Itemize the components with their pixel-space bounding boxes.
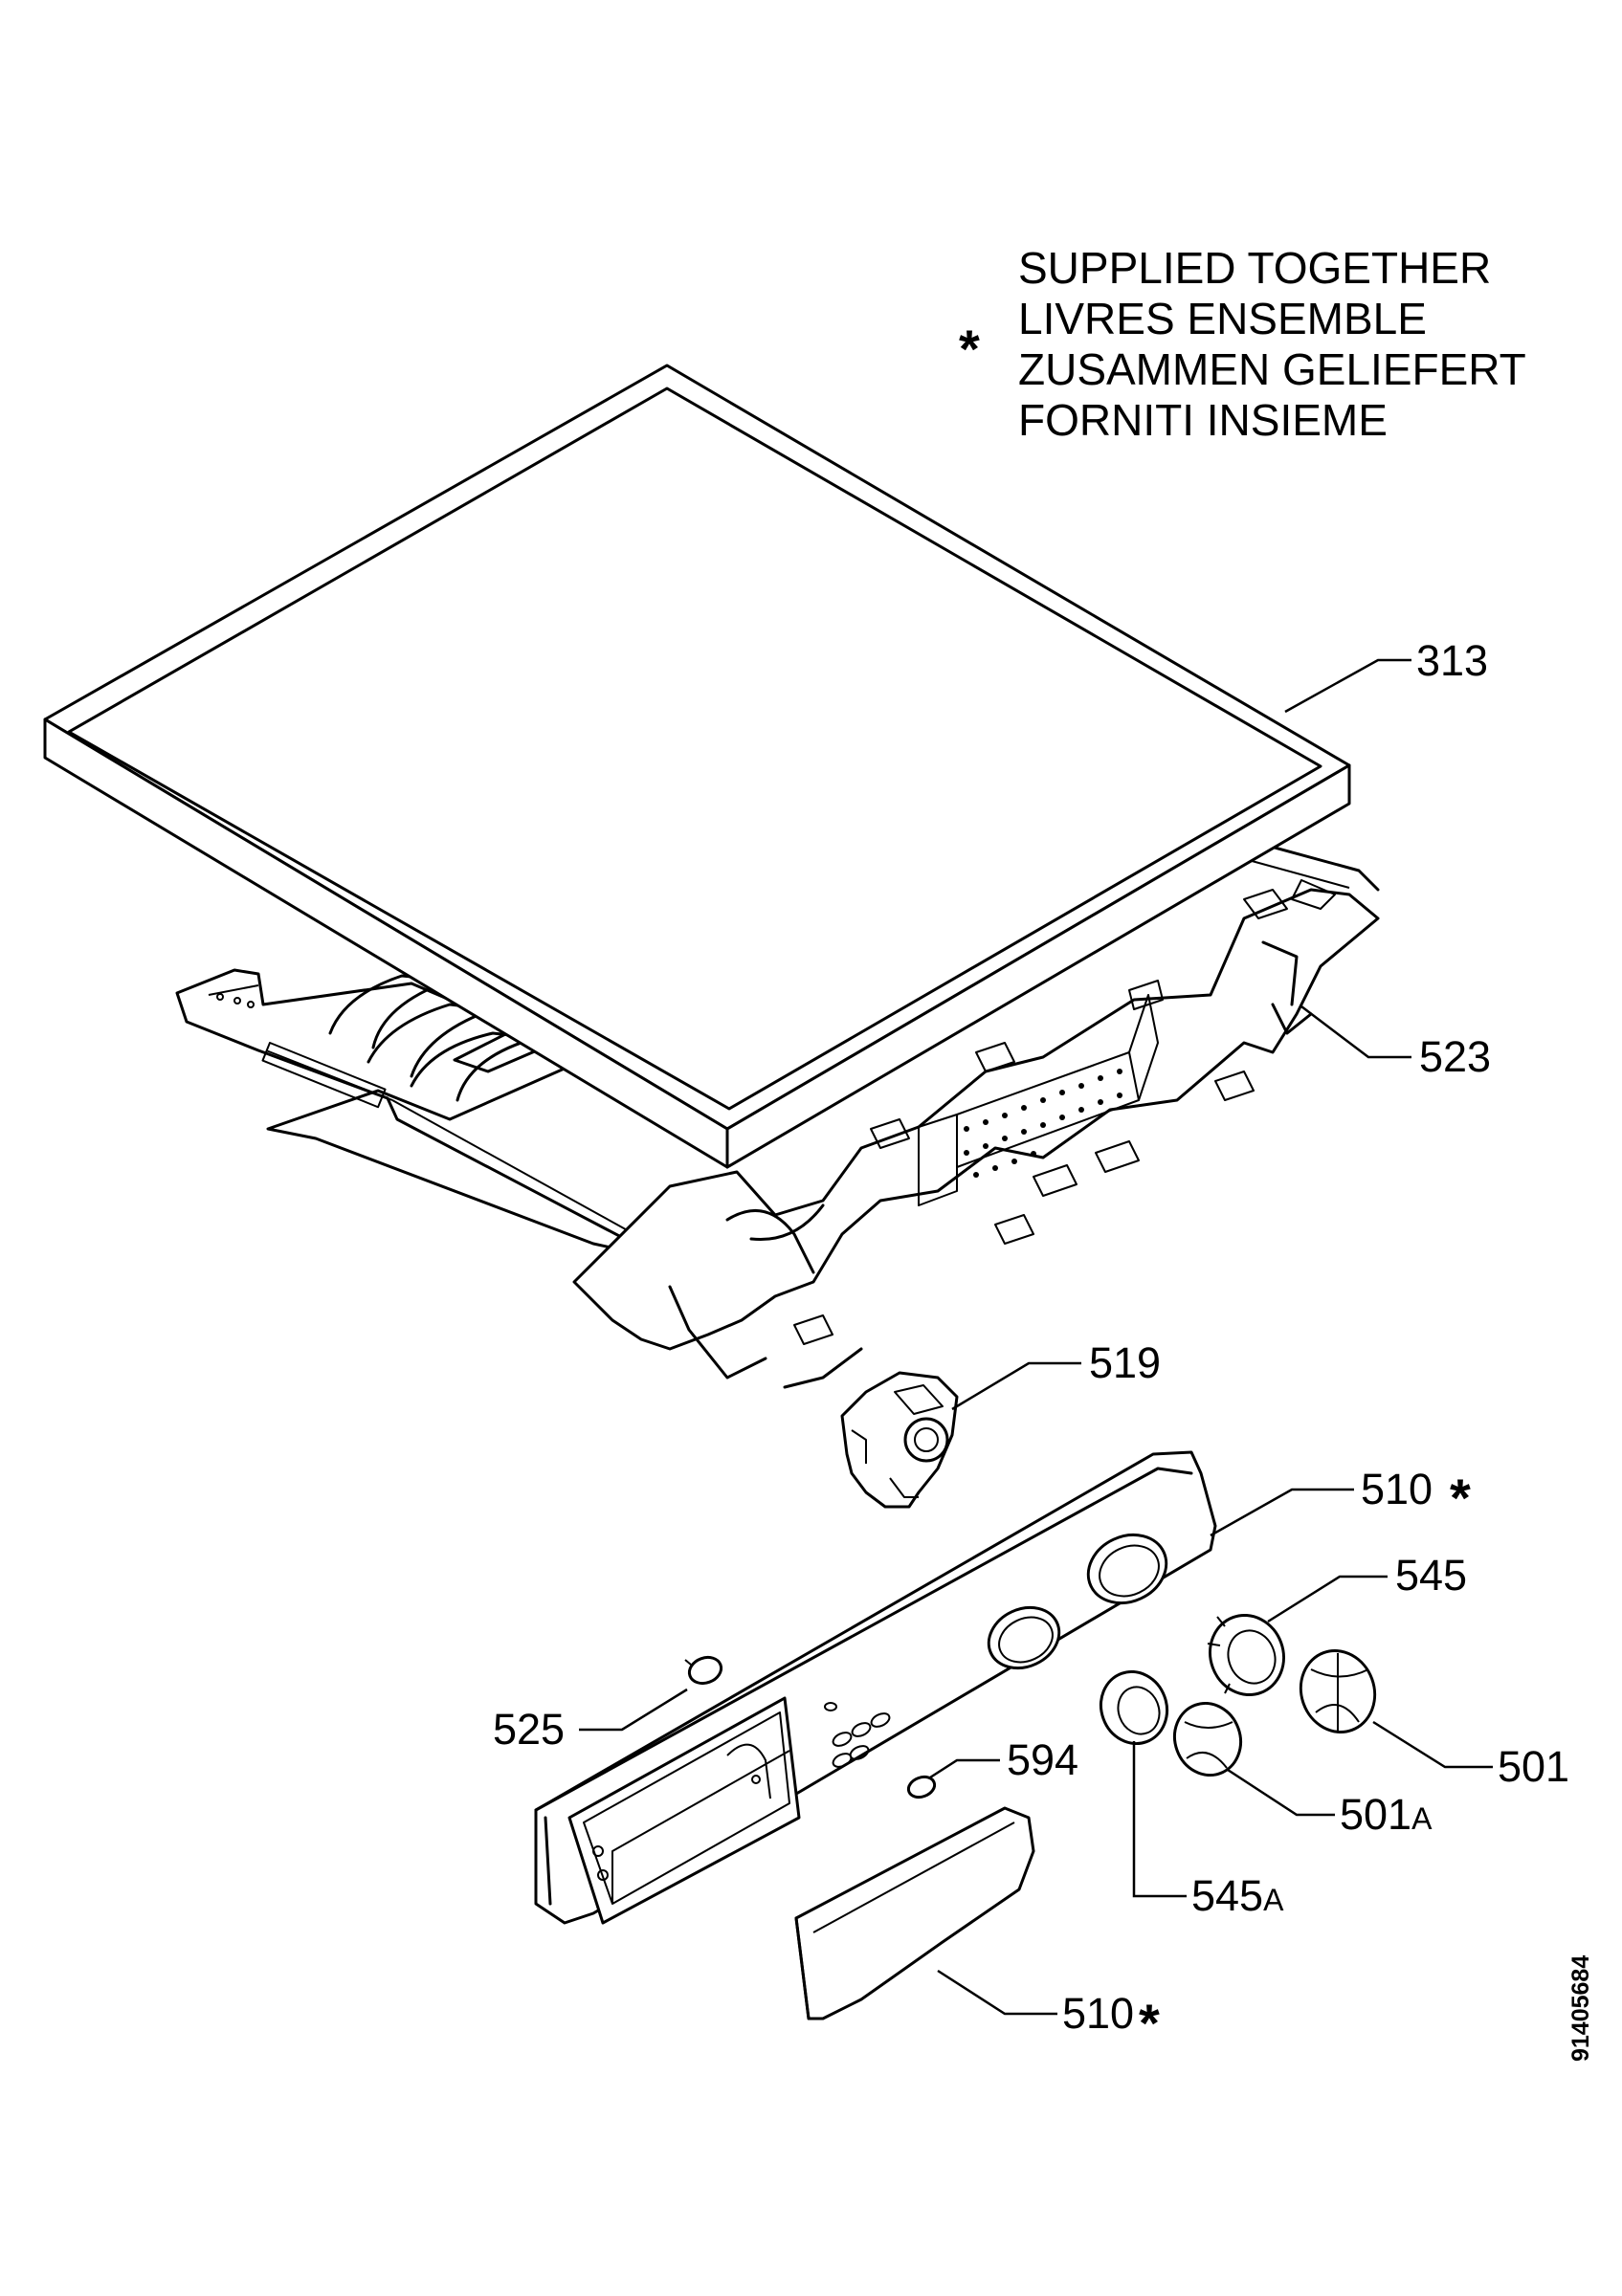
leader-lines bbox=[579, 658, 1493, 2016]
ring-545 bbox=[1207, 1613, 1285, 1697]
label-313: 313 bbox=[1416, 636, 1488, 685]
note-line-fr: LIVRES ENSEMBLE bbox=[1018, 294, 1427, 343]
knob-501a bbox=[1173, 1701, 1242, 1777]
small-cap-594 bbox=[906, 1775, 937, 1799]
part-labels: 313 523 519 510 * 545 525 594 501 501A 5… bbox=[493, 636, 1569, 2053]
label-510-flap-asterisk: * bbox=[1139, 1993, 1160, 2053]
label-519: 519 bbox=[1089, 1338, 1161, 1387]
perforations bbox=[964, 1069, 1122, 1178]
label-501a: 501A bbox=[1340, 1790, 1433, 1839]
note-line-it: FORNITI INSIEME bbox=[1018, 395, 1388, 445]
note-asterisk: * bbox=[959, 319, 980, 379]
drawing-code: 91405684 bbox=[1567, 1955, 1594, 2062]
supplied-together-note: * SUPPLIED TOGETHER LIVRES ENSEMBLE ZUSA… bbox=[959, 243, 1526, 445]
label-523: 523 bbox=[1419, 1032, 1491, 1081]
small-lamp-525 bbox=[684, 1655, 723, 1686]
dispenser-flap-510 bbox=[794, 1806, 1035, 2020]
ring-545a bbox=[1100, 1669, 1168, 1746]
label-525: 525 bbox=[493, 1705, 565, 1754]
top-lid-313 bbox=[43, 364, 1351, 1169]
label-594: 594 bbox=[1007, 1735, 1078, 1784]
note-line-en: SUPPLIED TOGETHER bbox=[1018, 243, 1491, 293]
control-panel-510 bbox=[534, 1450, 1217, 1925]
knob-501 bbox=[1299, 1649, 1377, 1733]
label-510-panel: 510 bbox=[1361, 1465, 1433, 1513]
label-510-flap: 510 bbox=[1062, 1989, 1134, 2038]
note-line-de: ZUSAMMEN GELIEFERT bbox=[1018, 344, 1526, 394]
part-519-switch bbox=[840, 1371, 959, 1509]
label-545a: 545A bbox=[1191, 1871, 1284, 1920]
label-545: 545 bbox=[1395, 1551, 1467, 1600]
label-510-panel-asterisk: * bbox=[1450, 1468, 1471, 1528]
label-501: 501 bbox=[1498, 1742, 1569, 1791]
